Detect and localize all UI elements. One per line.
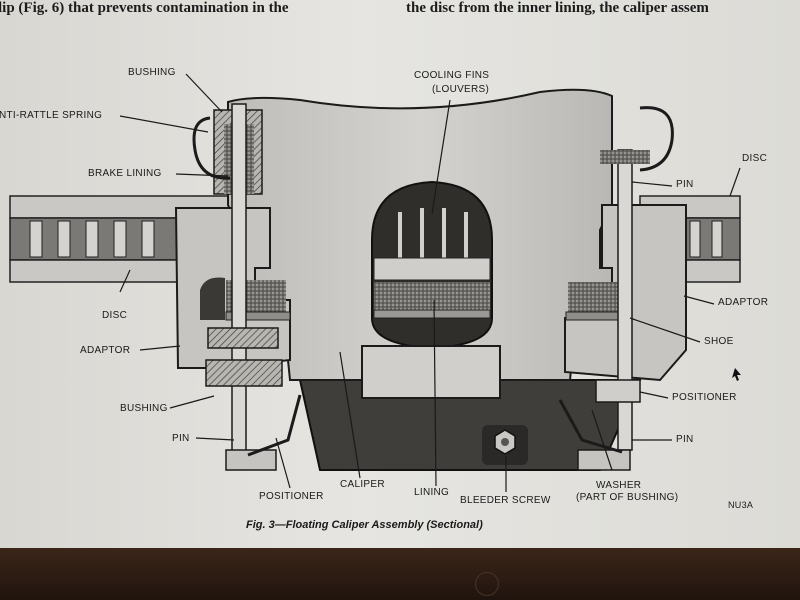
bleeder-screw-icon (482, 425, 528, 465)
figure-caption: Fig. 3—Floating Caliper Assembly (Sectio… (246, 519, 483, 531)
pin-nut-left (225, 449, 277, 471)
anti-rattle-spring-right (639, 106, 674, 172)
label-caliper: CALIPER (340, 479, 385, 490)
monitor-bezel (0, 548, 800, 600)
pin-nut-right (577, 449, 631, 471)
pin-right (617, 149, 633, 451)
label-bushing-bottom: BUSHING (120, 403, 168, 414)
label-pin-left: PIN (172, 433, 190, 444)
positioner-left (247, 394, 302, 457)
label-pin-right-top: PIN (676, 179, 694, 190)
positioner-right (558, 399, 623, 454)
label-positioner-left: POSITIONER (259, 491, 324, 502)
adaptor-left-cavity (200, 277, 225, 320)
label-adaptor-right: ADAPTOR (718, 297, 769, 308)
monitor-logo-icon (475, 572, 499, 596)
label-washer: WASHER (596, 480, 642, 491)
bushing-mid-left (207, 327, 279, 349)
label-anti-rattle-spring: ANTI-RATTLE SPRING (0, 110, 103, 121)
disc-section (373, 257, 491, 281)
right-column-text: the disc from the inner lining, the cali… (406, 0, 709, 16)
shoe-left (225, 311, 291, 321)
label-shoe: SHOE (704, 336, 734, 347)
label-disc-right: DISC (742, 153, 768, 164)
label-bushing-top: BUSHING (128, 67, 176, 78)
cooling-fins (398, 208, 468, 258)
label-cooling-fins: COOLING FINS (414, 70, 490, 81)
brake-lining-right (600, 150, 650, 164)
label-louvers: (LOUVERS) (432, 84, 490, 95)
anti-rattle-spring-left (192, 116, 231, 180)
label-disc-left: DISC (102, 310, 128, 321)
lining-pad (374, 282, 490, 310)
label-adaptor-left: ADAPTOR (80, 345, 131, 356)
leader-lines (119, 73, 741, 492)
label-brake-lining: BRAKE LINING (88, 168, 162, 179)
label-bleeder-screw: BLEEDER SCREW (460, 495, 551, 506)
caliper-diagram (9, 73, 741, 492)
label-positioner-right: POSITIONER (672, 392, 737, 403)
shoe-plate (373, 309, 491, 319)
label-lining: LINING (414, 487, 450, 498)
positioner-block-right (595, 379, 641, 403)
left-column-text: lip (Fig. 6) that prevents contamination… (0, 0, 289, 16)
pin-left (231, 103, 247, 465)
label-part-of-bushing: (PART OF BUSHING) (576, 492, 679, 503)
document-page: lip (Fig. 6) that prevents contamination… (0, 0, 800, 548)
bushing-bottom-left (205, 359, 283, 387)
mouse-cursor-icon (732, 368, 741, 381)
figure-code: NU3A (728, 500, 754, 510)
label-pin-right-bottom: PIN (676, 434, 694, 445)
piston-block (361, 345, 501, 399)
